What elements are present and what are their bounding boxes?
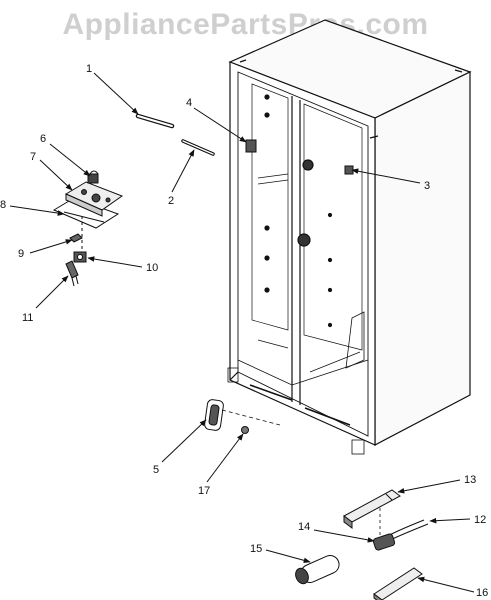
dashed-guide [221,409,281,426]
part-17-screw [241,426,249,434]
callout-7: 7 [30,151,36,163]
control-housing [52,170,124,287]
callout-8: 8 [0,199,6,211]
callout-14: 14 [298,521,310,533]
leader-lines [9,72,475,593]
part-5-cover [204,399,224,431]
callout-10: 10 [146,262,158,274]
part-14-socket [372,533,396,551]
callout-12: 12 [474,514,486,526]
callout-4: 4 [186,97,192,109]
part-13-bracket [343,489,401,529]
part-16-bracket [373,567,423,600]
callout-3: 3 [424,180,430,192]
part-1-tube [135,113,175,129]
part-15-bulb [295,555,340,585]
callout-5: 5 [153,464,159,476]
part-3-clip [344,165,354,175]
part-2-rod [181,139,215,156]
callout-11: 11 [22,312,33,324]
callout-17: 17 [198,485,210,497]
cabinet [227,19,472,455]
callout-9: 9 [18,248,24,260]
callout-15: 15 [250,543,262,555]
callout-2: 2 [168,195,174,207]
callout-1: 1 [86,63,92,75]
callout-6: 6 [40,133,46,145]
callout-13: 13 [464,474,476,486]
callout-16: 16 [476,587,488,599]
callouts: 1 2 3 4 5 6 7 8 9 10 11 12 13 14 15 16 1… [0,63,488,599]
part-4-bracket [245,139,257,153]
